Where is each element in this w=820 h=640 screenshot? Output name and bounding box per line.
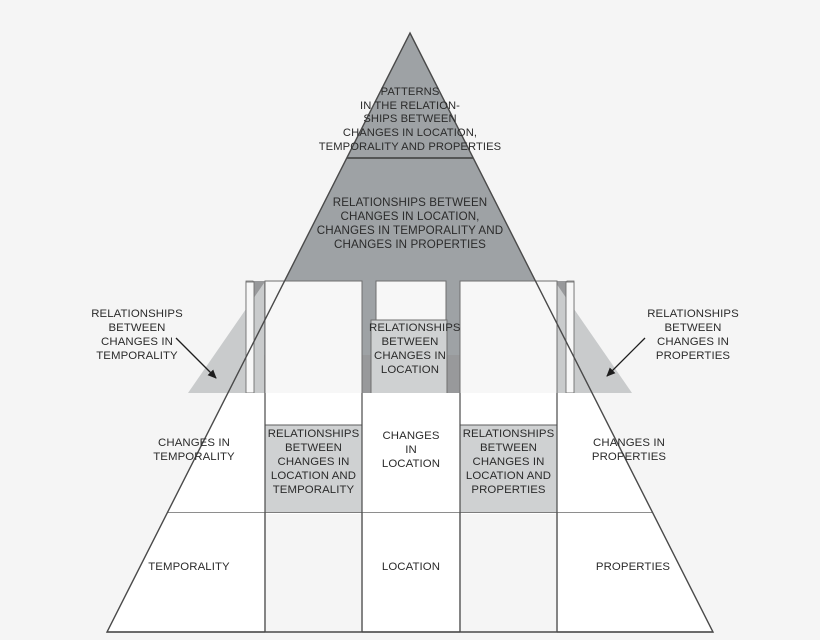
tier3-right-wedge-top (556, 283, 631, 393)
tier5-group (107, 513, 713, 632)
arrow-right-callout (606, 337, 646, 377)
tier5-gap-right (461, 514, 556, 632)
tier3-notch-left-top (264, 280, 363, 395)
column-dividers (107, 393, 713, 633)
tier5-gap-left (266, 514, 361, 632)
tier4-cell-loc-temp (264, 424, 363, 514)
tier3-center-box-top (370, 319, 448, 395)
tier3-notch-right-top (459, 280, 558, 395)
tier3-left-wedge-top (189, 283, 264, 393)
tier5-background (107, 513, 713, 632)
tier3-left-white-stripe-top (245, 281, 255, 394)
arrow-left-callout (175, 337, 217, 379)
tier3-overlay-group (189, 280, 631, 395)
pyramid-outline (105, 31, 715, 633)
tier4-cell-loc-prop (459, 424, 558, 514)
tier3-right-white-stripe-top (565, 281, 575, 394)
